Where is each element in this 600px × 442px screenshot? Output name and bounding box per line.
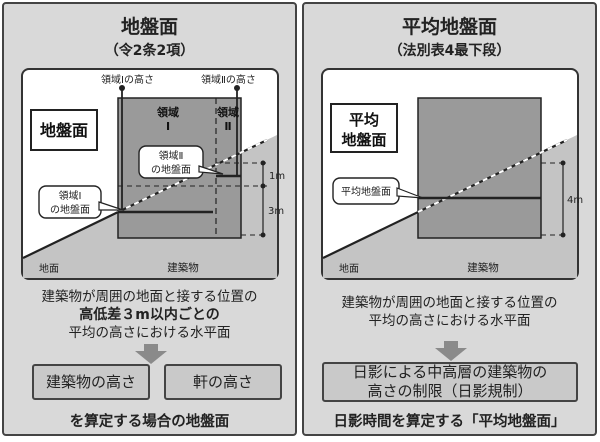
right-diagram-svg: 4m 平均 地盤面 平均地盤面 地面 建築物 [322,97,583,278]
right-label-box [330,103,398,153]
height-dot-region1 [119,85,125,91]
result-shadow-line2: 高さの制限（日影規制） [367,382,533,400]
region2-height-label: 領域Ⅱの高さ [201,73,256,86]
right-desc-line1: 建築物が周囲の地面と接する位置の [341,295,558,311]
left-desc-line3: 平均の高さにおける水平面 [68,325,231,341]
callout-average-pointer [396,187,424,199]
building-label: 建築物 [167,261,199,274]
left-panel: 地盤面 （令2条2項） [2,2,297,436]
region1-height-label: 領域Ⅰの高さ [101,73,154,86]
right-title: 平均地盤面 [401,16,497,38]
dim-1m-label: 1m [269,171,285,182]
left-footer: を算定する場合の地盤面 [69,414,230,430]
callout-region1-pointer [98,201,124,211]
right-description: 建築物が周囲の地面と接する位置の 平均の高さにおける水平面 [304,294,595,330]
callout-region1-line1: 領域Ⅰ [59,189,82,202]
right-panel: 平均地盤面 （法別表4最下段） 4m 平均 地盤面 平均地盤面 地面 建築物 建… [302,2,597,436]
left-diagram-svg: 1m 3m 地盤面 領域Ⅰの高さ 領域Ⅱの高さ 領域 Ⅰ 領域 Ⅱ 領域Ⅱ の地… [22,73,285,278]
callout-region2-line1: 領域Ⅱ [159,149,184,162]
left-desc-line1: 建築物が周囲の地面と接する位置の [41,289,258,305]
result-eave-height: 軒の高さ [164,364,282,400]
ground-label: 地面 [39,262,59,275]
right-label-box-line2: 地盤面 [341,131,386,149]
dim-3m-label: 3m [268,206,284,217]
building-rect [417,97,542,239]
dim-dot-bottom [560,232,566,238]
dim-dot-top [560,160,566,166]
result-shadow-regulation: 日影による中高層の建築物の 高さの制限（日影規制） [322,362,578,402]
callout-region1 [38,185,102,219]
result-building-height: 建築物の高さ [32,364,150,400]
callout-region2 [138,145,204,179]
left-diagram: 1m 3m 地盤面 領域Ⅰの高さ 領域Ⅱの高さ 領域 Ⅰ 領域 Ⅱ 領域Ⅱ の地… [21,68,285,280]
result-shadow-line1: 日影による中高層の建築物の [352,363,548,381]
right-label-box-line1: 平均 [349,111,379,129]
left-label-box [30,109,98,151]
dim-dot-top [260,160,266,166]
ground-line-dashed [417,139,568,213]
dim-4m-label: 4m [567,195,583,206]
region1-num: Ⅰ [166,120,170,133]
left-description: 建築物が周囲の地面と接する位置の 高低差３m以内ごとの 平均の高さにおける水平面 [4,288,295,342]
dim-dot-mid [260,183,266,189]
dim-dot-bottom [260,232,266,238]
left-label-box-text: 地盤面 [40,121,88,140]
right-subtitle: （法別表4最下段） [388,43,511,59]
right-diagram: 4m 平均 地盤面 平均地盤面 地面 建築物 [321,68,583,280]
height-dot-region2 [234,85,240,91]
callout-region2-pointer [198,165,224,175]
region2-title: 領域 [216,105,239,119]
ground-label: 地面 [339,262,359,275]
callout-average-text: 平均地盤面 [341,185,391,198]
building-label: 建築物 [467,261,499,274]
region2-num: Ⅱ [224,120,231,133]
region1-title: 領域 [156,105,179,119]
left-desc-line2: 高低差３m以内ごとの [79,307,220,323]
left-subtitle: （令2条2項） [104,43,195,59]
right-desc-line2: 平均の高さにおける水平面 [368,313,531,329]
right-down-arrow-icon [435,341,467,361]
left-title: 地盤面 [120,16,178,38]
callout-region2-line2: の地盤面 [151,163,191,176]
callout-region1-line2: の地盤面 [50,203,90,216]
left-down-arrow-icon [135,344,167,364]
right-footer: 日影時間を算定する「平均地盤面」 [333,414,566,430]
